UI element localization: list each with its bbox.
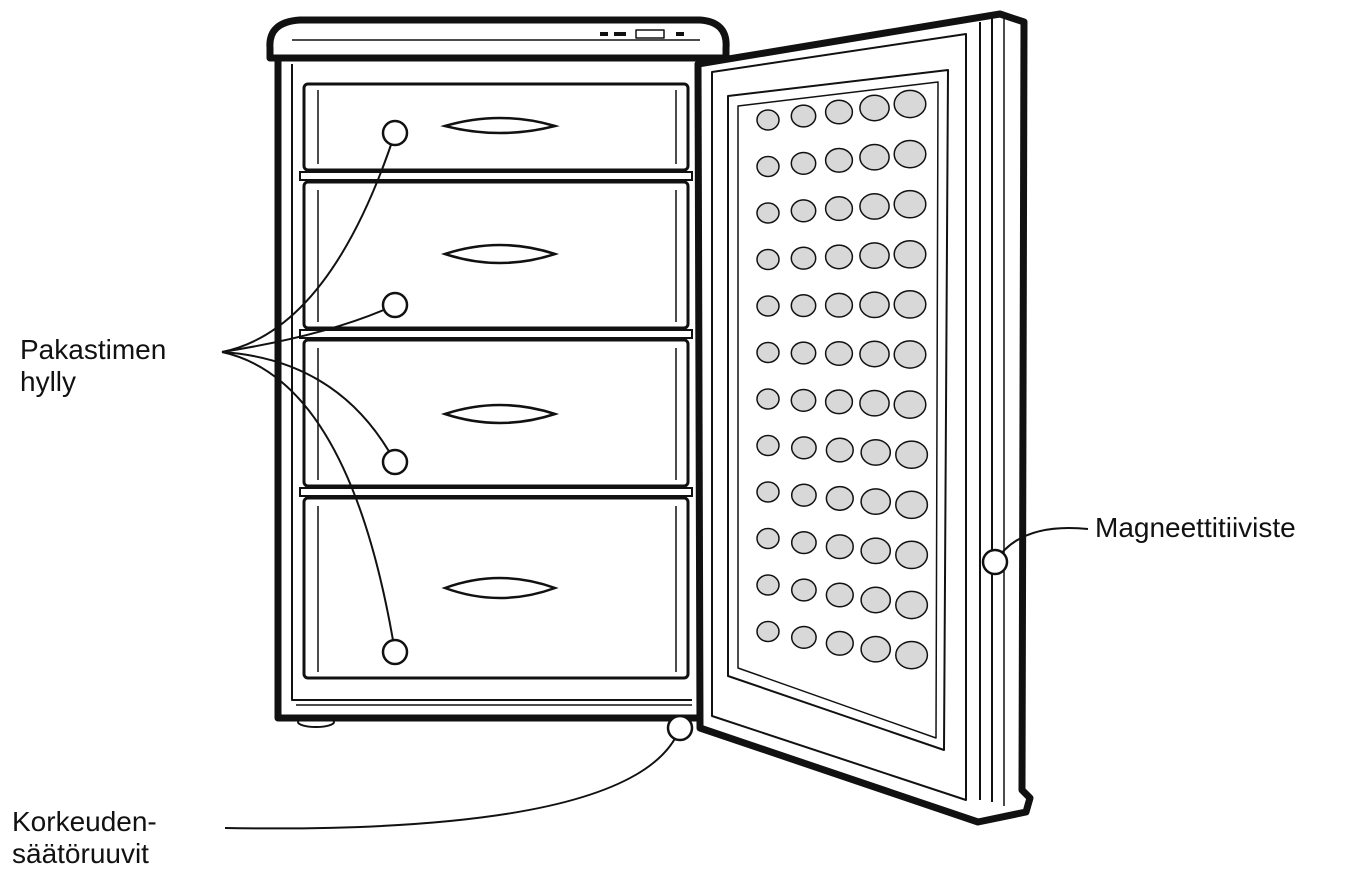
door-dimple — [895, 440, 929, 470]
door-dimple — [790, 388, 817, 413]
door-dimple — [893, 139, 927, 169]
callout-shelf-2 — [381, 291, 409, 319]
drawer-1 — [302, 82, 690, 172]
door-dimple — [756, 388, 780, 410]
callout-shelf-4 — [381, 638, 409, 666]
door-dimple — [860, 438, 892, 466]
door-dimple — [825, 485, 854, 511]
door-dimple — [824, 99, 854, 125]
door-dimple — [895, 540, 929, 570]
door-dimple — [756, 155, 780, 178]
door-dimple — [756, 202, 780, 224]
door-dimple — [790, 436, 817, 460]
door-dimple — [825, 437, 854, 463]
shelf-3 — [299, 487, 693, 497]
door-dimple — [895, 490, 929, 520]
door-dimple — [790, 151, 817, 176]
door-dimple — [790, 625, 817, 650]
door-dimple — [860, 586, 892, 614]
door-dimple — [790, 246, 817, 270]
door-dimple — [859, 242, 890, 270]
door-dimple — [893, 239, 927, 269]
door-dimple — [790, 483, 817, 507]
door-dimple — [756, 109, 780, 131]
door-dimple — [860, 537, 892, 565]
door-dimple — [895, 640, 929, 670]
label-freezer-shelf: Pakastimen hylly — [20, 334, 166, 398]
label-freezer-shelf-line2: hylly — [20, 366, 77, 397]
label-height-screws: Korkeuden- säätöruuvit — [12, 806, 157, 870]
label-height-screws-line2: säätöruuvit — [12, 838, 149, 869]
door-dimple — [824, 389, 854, 415]
door-dimple — [859, 389, 890, 417]
door-dimples — [756, 89, 929, 670]
door-dimple — [859, 94, 890, 122]
door-dimple — [893, 89, 927, 119]
door-dimple — [790, 341, 817, 365]
callout-shelf-1 — [381, 119, 409, 147]
door-dimple — [859, 143, 890, 171]
door-dimple — [756, 434, 780, 457]
door-dimple — [860, 488, 892, 516]
door-dimple — [824, 340, 854, 367]
door-dimple — [790, 293, 817, 318]
door-dimple — [824, 244, 854, 270]
door-dimple — [893, 290, 927, 319]
door-dimple — [756, 620, 780, 643]
door-dimple — [859, 192, 890, 220]
door-dimple — [790, 199, 817, 223]
callout-shelf-3 — [381, 448, 409, 476]
door-dimple — [893, 390, 927, 419]
door-dimple — [860, 635, 892, 663]
door-dimple — [790, 530, 817, 555]
label-magnetic-seal: Magneettitiiviste — [1095, 512, 1296, 543]
label-height-screws-line1: Korkeuden- — [12, 806, 157, 837]
door-dimple — [756, 341, 780, 364]
door-dimple — [859, 340, 890, 368]
shelf-1 — [299, 171, 693, 181]
drawer-4 — [302, 496, 690, 680]
door-dimple — [756, 295, 780, 317]
door-dimple — [824, 196, 854, 222]
door-dimple — [824, 292, 854, 318]
door-dimple — [825, 582, 854, 608]
door-dimple — [756, 248, 780, 271]
door-dimple — [756, 574, 780, 596]
drawer-3 — [302, 338, 690, 488]
callout-seal — [981, 548, 1009, 576]
freezer-door — [694, 10, 1034, 826]
door-dimple — [756, 481, 780, 503]
label-freezer-shelf-line1: Pakastimen — [20, 334, 167, 365]
shelf-2 — [299, 329, 693, 339]
drawer-2 — [302, 180, 690, 330]
door-dimple — [859, 291, 890, 319]
freezer-cabinet — [266, 16, 730, 728]
door-dimple — [790, 104, 817, 128]
door-dimple — [824, 147, 854, 173]
door-dimple — [825, 534, 854, 560]
door-dimple — [756, 527, 780, 550]
door-dimple — [825, 630, 854, 656]
door-dimple — [790, 578, 817, 602]
door-dimple — [893, 189, 927, 219]
callout-markers — [381, 119, 1009, 742]
door-dimple — [895, 590, 929, 620]
callout-screws — [666, 714, 694, 742]
door-dimple — [893, 340, 927, 369]
